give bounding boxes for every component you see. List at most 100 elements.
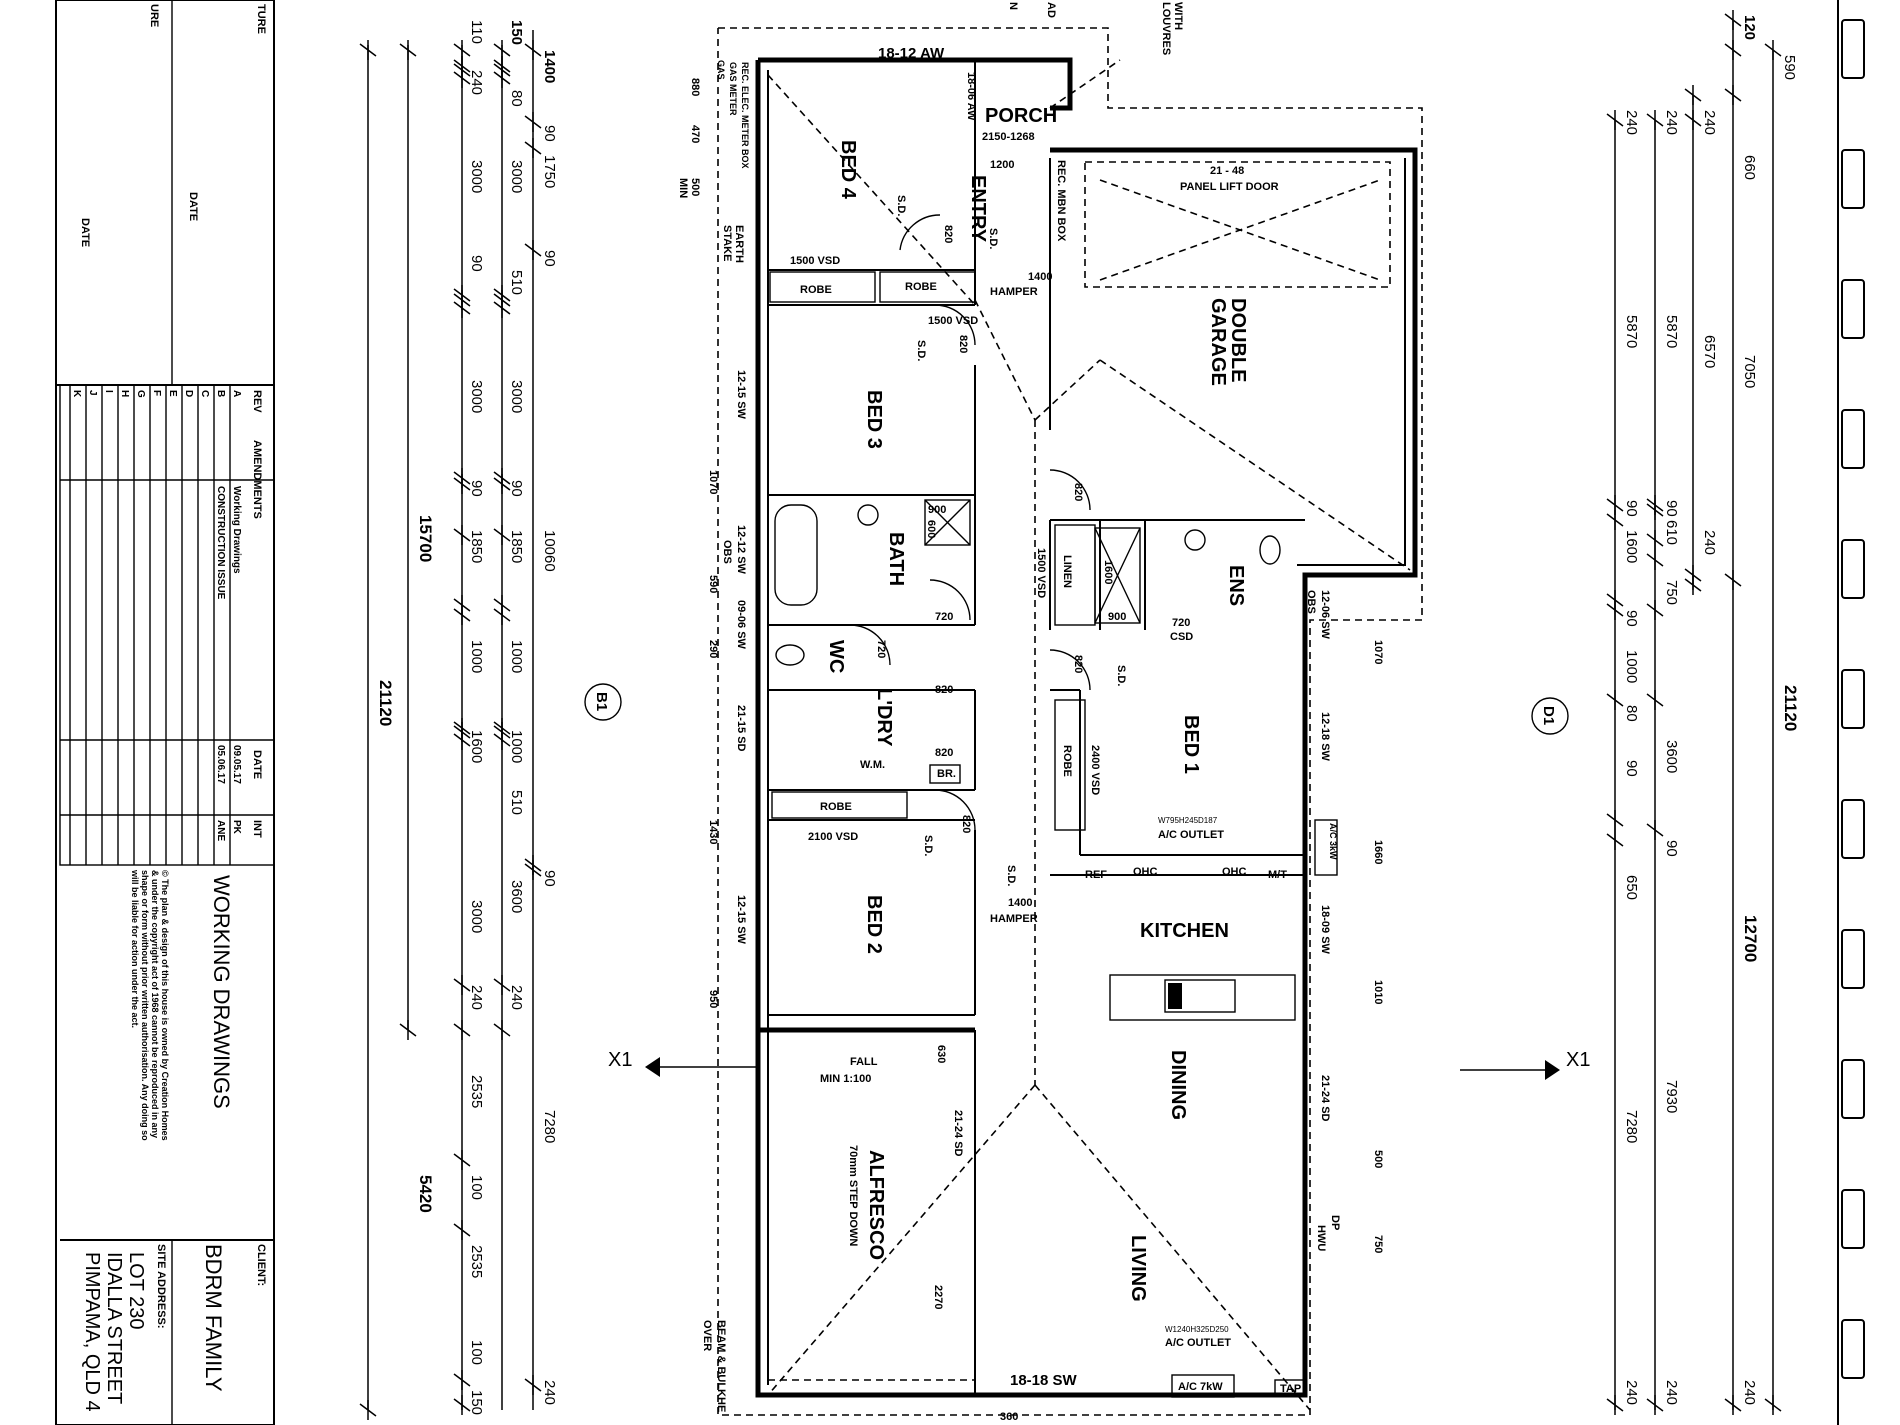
svg-text:590: 590 [707, 575, 719, 593]
revision-letter: I [103, 390, 114, 393]
site-address-line-2: IDALLA STREET [103, 1252, 125, 1404]
edge-box [1841, 409, 1865, 469]
svg-text:S.D.: S.D. [1115, 665, 1127, 686]
svg-text:1500 VSD: 1500 VSD [928, 315, 978, 327]
dim-left-21120: 21120 [376, 680, 395, 726]
floor-plan-drawing: B1 D1 X1 X1 [584, 27, 1590, 1416]
svg-text:A/C OUTLET: A/C OUTLET [1158, 829, 1224, 841]
svg-text:REC. ELEC. METER BOX: REC. ELEC. METER BOX [740, 62, 750, 169]
svg-text:90: 90 [1623, 610, 1640, 627]
client-name: BDRM FAMILY [201, 1244, 226, 1392]
svg-text:S.D.: S.D. [895, 195, 907, 216]
room-living: LIVING [1127, 1235, 1149, 1302]
svg-text:MIN: MIN [677, 178, 689, 198]
svg-text:2535: 2535 [468, 1075, 485, 1108]
room-entry: ENTRY [967, 175, 989, 243]
int-header: INT [251, 820, 263, 838]
room-laundry: L'DRY [873, 688, 895, 747]
svg-text:720: 720 [875, 640, 887, 658]
section-marker-x1-right: X1 [1460, 1049, 1590, 1080]
svg-text:OVER: OVER [701, 1320, 713, 1351]
svg-text:90: 90 [1623, 760, 1640, 777]
svg-text:WITH: WITH [1172, 2, 1184, 30]
svg-text:1500 VSD: 1500 VSD [1035, 548, 1047, 598]
room-double-garage-1: DOUBLE [1227, 298, 1249, 382]
svg-text:LINEN: LINEN [1061, 555, 1073, 588]
room-labels: BED 4 PORCH ENTRY BED 3 BATH WC L'DRY BE… [825, 105, 1249, 1302]
svg-text:ROBE: ROBE [1061, 745, 1073, 777]
svg-text:HAMPER: HAMPER [990, 286, 1038, 298]
svg-text:820: 820 [960, 815, 972, 833]
dim-left-10060: 10060 [541, 530, 558, 572]
site-address-line-1: LOT 230 [125, 1252, 147, 1329]
revision-letter: H [119, 390, 130, 397]
svg-text:500: 500 [1372, 1150, 1384, 1168]
svg-text:A/C OUTLET: A/C OUTLET [1165, 1337, 1231, 1349]
svg-text:ROBE: ROBE [800, 284, 832, 296]
svg-text:shape or form without prior wr: shape or form without prior written auth… [140, 870, 150, 1141]
svg-text:W795H245D187: W795H245D187 [1158, 816, 1218, 825]
svg-text:120: 120 [1741, 15, 1758, 40]
date-header: DATE [251, 750, 263, 779]
svg-text:90: 90 [508, 480, 525, 497]
svg-text:600: 600 [925, 520, 937, 538]
title-block: URE TURE DATE DATE REV AMENDMENTS DATE I… [55, 0, 275, 1425]
revision-letter: F [151, 390, 162, 396]
room-bath: BATH [885, 532, 907, 586]
svg-text:1430: 1430 [707, 820, 719, 844]
svg-text:90: 90 [541, 250, 558, 267]
svg-text:100: 100 [468, 1340, 485, 1365]
svg-text:7280: 7280 [1623, 1110, 1640, 1143]
svg-text:2100 VSD: 2100 VSD [808, 831, 858, 843]
svg-text:750: 750 [1663, 580, 1680, 605]
svg-text:STAKE: STAKE [721, 225, 733, 261]
svg-text:3600: 3600 [508, 880, 525, 913]
edge-box [1841, 19, 1865, 79]
svg-text:240: 240 [508, 985, 525, 1010]
svg-text:18-18 SW: 18-18 SW [1010, 1372, 1078, 1389]
svg-text:1010: 1010 [1372, 980, 1384, 1004]
svg-text:6570: 6570 [1701, 335, 1718, 368]
svg-text:720: 720 [1172, 617, 1190, 629]
svg-text:1400: 1400 [1028, 271, 1052, 283]
svg-text:950: 950 [707, 990, 719, 1008]
svg-text:EARTH: EARTH [733, 225, 745, 263]
site-address-label: SITE ADDRESS: [155, 1244, 167, 1329]
svg-text:OHC: OHC [1222, 866, 1247, 878]
svg-text:3600: 3600 [1663, 740, 1680, 773]
svg-text:7050: 7050 [1741, 355, 1758, 388]
dim-right-21120: 21120 [1781, 685, 1800, 731]
room-wc: WC [825, 640, 847, 673]
svg-text:© The plan & design of this ho: © The plan & design of this house is own… [160, 870, 170, 1141]
revision-date: 05.06.17 [215, 745, 226, 784]
svg-text:820: 820 [1072, 655, 1084, 673]
revision-amendment: Working Drawings [231, 486, 242, 574]
svg-text:1600: 1600 [1102, 560, 1114, 584]
svg-text:18-12 AW: 18-12 AW [878, 45, 945, 62]
svg-text:REC. MBN BOX: REC. MBN BOX [1055, 160, 1067, 242]
svg-text:510: 510 [508, 790, 525, 815]
svg-text:720: 720 [935, 611, 953, 623]
svg-text:21-24 SD: 21-24 SD [1319, 1075, 1331, 1122]
amendments-header: AMENDMENTS [251, 440, 263, 519]
svg-text:W.M.: W.M. [860, 759, 885, 771]
svg-text:90: 90 [468, 480, 485, 497]
room-alfresco: ALFRESCO [865, 1150, 887, 1260]
svg-text:2270: 2270 [932, 1285, 944, 1309]
revision-letter: B [215, 390, 226, 397]
svg-text:2150-1268: 2150-1268 [982, 131, 1035, 143]
svg-text:820: 820 [935, 684, 953, 696]
svg-text:3000: 3000 [508, 380, 525, 413]
svg-text:2400 VSD: 2400 VSD [1089, 745, 1101, 795]
svg-text:1850: 1850 [508, 530, 525, 563]
site-address-line-3: PIMPAMA, QLD 4 [81, 1252, 103, 1412]
edge-box [1841, 929, 1865, 989]
svg-text:1000: 1000 [508, 730, 525, 763]
svg-text:5870: 5870 [1623, 315, 1640, 348]
svg-text:240: 240 [468, 985, 485, 1010]
room-bed3: BED 3 [863, 390, 885, 449]
svg-text:470: 470 [689, 125, 701, 143]
right-dimension-lines: 590 21120 120 660 7050 12700 240 240 657… [1606, 10, 1800, 1415]
edge-box [1841, 149, 1865, 209]
copyright-note: © The plan & design of this house is own… [130, 869, 170, 1141]
